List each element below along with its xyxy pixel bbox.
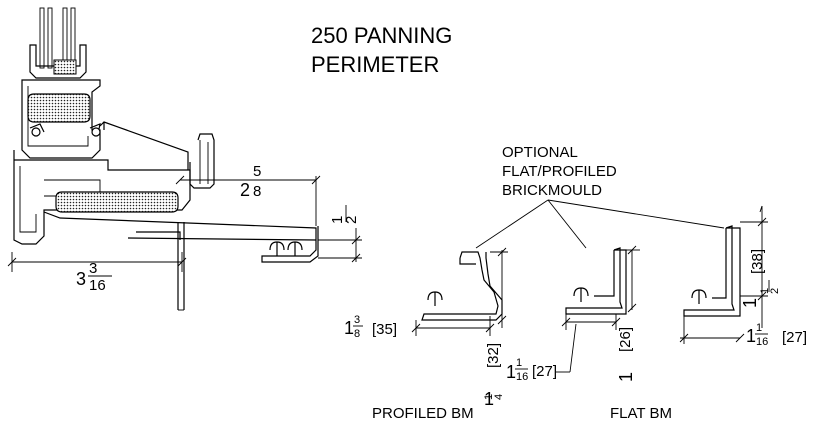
dim-pbm-height-whole: 1 bbox=[484, 389, 494, 409]
dim-fbm3-width-mm: [27] bbox=[782, 329, 807, 346]
title-line-2: PERIMETER bbox=[311, 52, 439, 77]
dim-pbm-height-den: 4 bbox=[493, 394, 505, 400]
dim-main-width-num: 3 bbox=[89, 260, 97, 277]
dim-main-proj-whole: 2 bbox=[240, 180, 250, 200]
dim-main-step-den: 2 bbox=[343, 216, 360, 224]
tall-bm-section: 1 1 16 [27] [38] 1 1 2 bbox=[679, 205, 807, 348]
dim-main-proj-num: 5 bbox=[253, 163, 261, 180]
dim-fbm3-height-den: 2 bbox=[769, 288, 781, 294]
callout-line-1: OPTIONAL bbox=[502, 144, 578, 161]
dim-pbm-width-num: 3 bbox=[354, 314, 360, 326]
brickmould-callout: OPTIONAL FLAT/PROFILED BRICKMOULD bbox=[475, 144, 725, 249]
main-window-section: 3 3 16 2 5 8 1 2 bbox=[7, 7, 362, 311]
dim-fbm3-width-whole: 1 bbox=[746, 326, 756, 346]
dim-pbm-width-mm: [35] bbox=[372, 321, 397, 338]
callout-line-3: BRICKMOULD bbox=[502, 182, 602, 199]
dim-fbm-width-den: 16 bbox=[516, 371, 528, 383]
profiled-bm-section: [35] 1 3 8 [32] 1 1 4 PROFILED BM bbox=[344, 247, 508, 422]
label-flat-bm: FLAT BM bbox=[610, 405, 672, 422]
flat-bm-section: 1 1 16 [27] [26] 1 FLAT BM bbox=[506, 245, 672, 422]
dim-fbm-width-num: 1 bbox=[516, 357, 522, 369]
dim-fbm-width-whole: 1 bbox=[506, 362, 516, 382]
dim-pbm-height-mm: [32] bbox=[485, 343, 502, 368]
dim-main-width-whole: 3 bbox=[76, 269, 86, 289]
dim-pbm-width-den: 8 bbox=[354, 328, 360, 340]
dim-fbm-height-whole: 1 bbox=[616, 372, 636, 382]
dim-fbm3-height-whole: 1 bbox=[740, 298, 760, 308]
dim-pbm-height-num: 1 bbox=[483, 394, 495, 400]
title-line-1: 250 PANNING bbox=[311, 23, 452, 48]
dim-main-proj-den: 8 bbox=[253, 183, 261, 200]
dim-main-step-num: 1 bbox=[329, 216, 346, 224]
dim-fbm3-width-num: 1 bbox=[756, 322, 762, 334]
callout-line-2: FLAT/PROFILED bbox=[502, 163, 617, 180]
dim-fbm3-height-num: 1 bbox=[759, 288, 771, 294]
dim-fbm3-height-mm: [38] bbox=[749, 249, 766, 274]
dim-fbm-height-mm: [26] bbox=[617, 327, 634, 352]
dim-fbm3-width-den: 16 bbox=[756, 336, 768, 348]
label-profiled-bm: PROFILED BM bbox=[372, 405, 474, 422]
dim-fbm-width-mm: [27] bbox=[532, 363, 557, 380]
dim-main-width-den: 16 bbox=[89, 277, 106, 294]
dim-pbm-width-whole: 1 bbox=[344, 318, 354, 338]
